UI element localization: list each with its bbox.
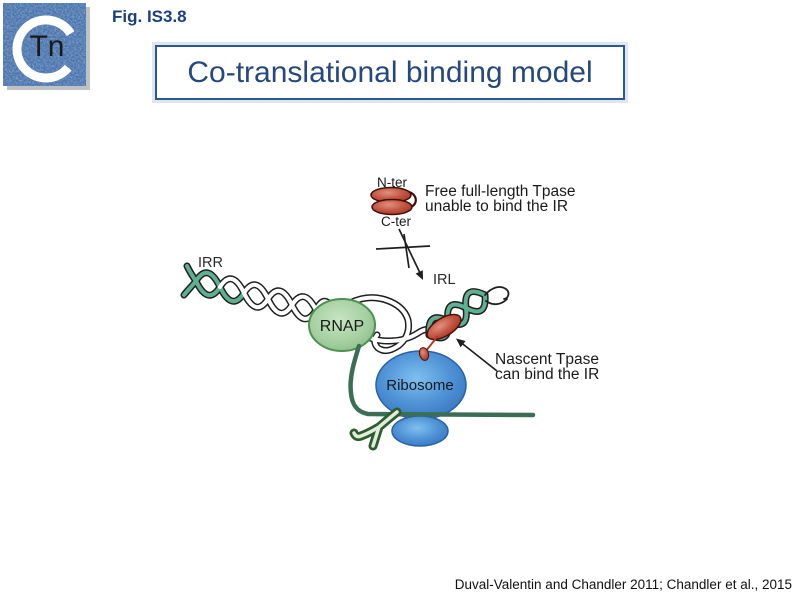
irr-teal-strand-2 — [182, 279, 222, 298]
nascent-annotation-line2: can bind the IR — [495, 366, 599, 383]
ribosome-label: Ribosome — [386, 377, 454, 394]
tpase-c-domain — [371, 198, 413, 216]
nascent-annotation-line1: Nascent Tpase — [495, 351, 599, 368]
logo-c-ring-icon — [12, 15, 75, 83]
citation-text: Duval-Valentin and Chandler 2011; Chandl… — [454, 577, 792, 592]
trna-icon — [349, 407, 402, 451]
free-tpase-annotation-line1: Free full-length Tpase — [425, 183, 576, 200]
irr-teal-strand — [185, 264, 246, 304]
figure-number-label: Fig. IS3.8 — [112, 7, 187, 26]
rnap-ellipse — [308, 298, 376, 352]
rnap-label: RNAP — [320, 318, 364, 335]
title-box: Co-translational binding model — [155, 45, 625, 100]
nascent-peptide-linker — [418, 335, 439, 361]
logo-text: Tn — [29, 30, 64, 63]
ribosome-small-subunit — [391, 415, 449, 447]
tn-logo-icon: Tn — [3, 3, 90, 90]
irl-label: IRL — [433, 272, 456, 288]
dna-end-squiggle — [484, 286, 510, 300]
rnap-polymerase: RNAP — [308, 298, 376, 352]
slide-title: Co-translational binding model — [187, 55, 593, 89]
nascent-tpase-ellipse — [426, 313, 462, 341]
dna-end-squiggle-2 — [485, 298, 508, 306]
blocked-arrow-icon — [375, 228, 431, 280]
n-ter-label: N-ter — [377, 175, 408, 190]
nascent-arrow-icon — [456, 338, 498, 372]
free-tpase: N-ter C-ter — [370, 175, 417, 229]
ribosome: Ribosome — [375, 350, 467, 447]
free-tpase-annotation-line2: unable to bind the IR — [425, 198, 568, 215]
irr-label: IRR — [198, 255, 223, 271]
mrna-strand — [348, 343, 536, 418]
irl-teal-strand — [426, 289, 487, 337]
c-ter-label: C-ter — [381, 214, 412, 229]
